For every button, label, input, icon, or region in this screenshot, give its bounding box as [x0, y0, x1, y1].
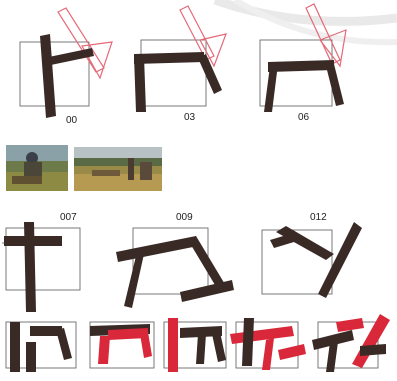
- frame-label-00: 00: [66, 115, 78, 126]
- right-post-beam: [188, 236, 226, 290]
- photo-log: [92, 170, 120, 176]
- bottom-sequence: [6, 314, 390, 372]
- post-beam: [26, 342, 36, 372]
- frame-00: 00: [20, 8, 112, 126]
- crossbar-beam: [268, 60, 334, 72]
- ghost-beam-outline: [58, 8, 104, 72]
- long-diagonal-beam: [318, 222, 362, 298]
- frame-03: 03: [134, 6, 226, 123]
- short-beam: [270, 234, 294, 248]
- photo-figure-body: [24, 162, 42, 178]
- leg-beam: [56, 328, 72, 360]
- frame-box: [141, 40, 206, 106]
- post-beam: [40, 34, 56, 118]
- post-beam: [196, 334, 206, 364]
- post-beam: [24, 222, 36, 312]
- right-post-beam: [326, 64, 344, 106]
- ghost-beam-outline: [180, 6, 214, 60]
- crossbar-beam: [4, 236, 62, 246]
- frame-label-03: 03: [184, 112, 196, 123]
- photo-figure: [128, 158, 134, 180]
- frame-label-06: 06: [298, 112, 310, 123]
- frame-label-007: 007: [60, 212, 77, 223]
- photo-figure: [140, 162, 152, 180]
- crossbar-beam: [44, 48, 94, 66]
- frame-007: 007: [2, 212, 80, 312]
- left-post-beam: [124, 254, 144, 308]
- post-beam: [134, 56, 146, 112]
- frame-label-012: 012: [310, 212, 327, 223]
- crossbar-beam: [116, 236, 198, 262]
- frame-012: 012: [262, 212, 362, 298]
- post-beam: [242, 318, 254, 366]
- photo-2: [74, 147, 162, 191]
- red-post-beam: [168, 318, 178, 372]
- crossbar-beam: [360, 344, 386, 356]
- photo-1: [6, 145, 68, 191]
- photo-log: [12, 176, 42, 184]
- frame-009: 009: [116, 212, 234, 308]
- red-leg-beam: [140, 332, 152, 358]
- red-leg-beam: [262, 338, 274, 370]
- ghost-arrow-outline: [82, 42, 112, 78]
- crossbar-beam: [134, 52, 204, 64]
- red-crossbar-beam: [230, 326, 294, 344]
- red-foot-beam: [278, 344, 306, 360]
- frame-label-009: 009: [176, 212, 193, 223]
- red-short-beam: [336, 318, 364, 332]
- leg-beam: [212, 332, 226, 362]
- post-beam: [10, 322, 20, 372]
- tilted-post-beam: [198, 54, 222, 94]
- red-post-beam: [98, 336, 110, 364]
- foot-beam: [180, 280, 234, 302]
